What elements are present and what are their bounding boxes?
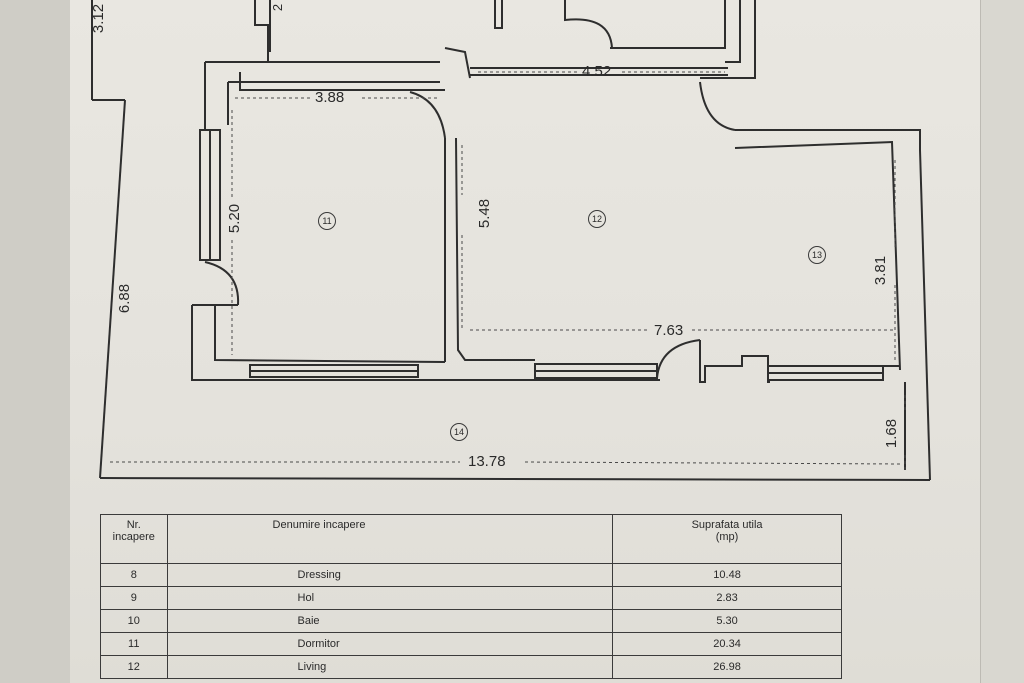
dim-right-height: 3.81 — [872, 255, 890, 286]
table-header-row: Nr. incapere Denumire incapere Suprafata… — [100, 514, 842, 564]
row-name: Dressing — [166, 563, 614, 587]
header-area-line1: Suprafata utila — [691, 519, 763, 531]
table-row: 12 Living 26.98 — [100, 655, 842, 679]
row-nr: 10 — [100, 609, 168, 633]
dim-balcony-height: 1.68 — [883, 418, 901, 449]
row-nr: 8 — [100, 563, 168, 587]
dim-bedroom-height: 5.20 — [226, 203, 244, 234]
room-table: Nr. incapere Denumire incapere Suprafata… — [100, 514, 842, 679]
dim-hall-width: 4.52 — [582, 63, 612, 80]
room-number-14: 14 — [450, 423, 468, 441]
header-nr-line2: incapere — [112, 531, 155, 543]
row-name: Hol — [166, 586, 614, 610]
row-name: Baie — [166, 609, 614, 633]
row-area: 26.98 — [612, 655, 842, 679]
row-name: Living — [166, 655, 614, 679]
dim-top-partial: 2 — [270, 3, 286, 12]
dim-overall-width: 13.78 — [468, 453, 506, 470]
header-nr-line1: Nr. — [126, 519, 141, 531]
dim-overall-height: 6.88 — [116, 283, 134, 314]
table-row: 10 Baie 5.30 — [100, 609, 842, 633]
table-row: 11 Dormitor 20.34 — [100, 632, 842, 656]
header-name: Denumire incapere — [166, 514, 614, 564]
row-area: 20.34 — [612, 632, 842, 656]
dim-living-height: 5.48 — [476, 198, 494, 229]
table-row: 9 Hol 2.83 — [100, 586, 842, 610]
header-area-line2: (mp) — [715, 531, 739, 543]
row-nr: 12 — [100, 655, 168, 679]
dim-top-left: 3.12 — [90, 3, 108, 34]
room-number-13: 13 — [808, 246, 826, 264]
paper-edge — [980, 0, 1024, 683]
header-nr: Nr. incapere — [100, 514, 168, 564]
header-area: Suprafata utila (mp) — [612, 514, 842, 564]
table-row: 8 Dressing 10.48 — [100, 563, 842, 587]
dim-bedroom-width: 3.88 — [315, 89, 345, 106]
wall-left-outer — [99, 99, 126, 479]
room-number-12: 12 — [588, 210, 606, 228]
row-area: 5.30 — [612, 609, 842, 633]
row-name: Dormitor — [166, 632, 614, 656]
row-area: 10.48 — [612, 563, 842, 587]
room-number-11: 11 — [318, 212, 336, 230]
row-nr: 11 — [100, 632, 168, 656]
dim-living-width: 7.63 — [654, 322, 684, 339]
row-area: 2.83 — [612, 586, 842, 610]
row-nr: 9 — [100, 586, 168, 610]
